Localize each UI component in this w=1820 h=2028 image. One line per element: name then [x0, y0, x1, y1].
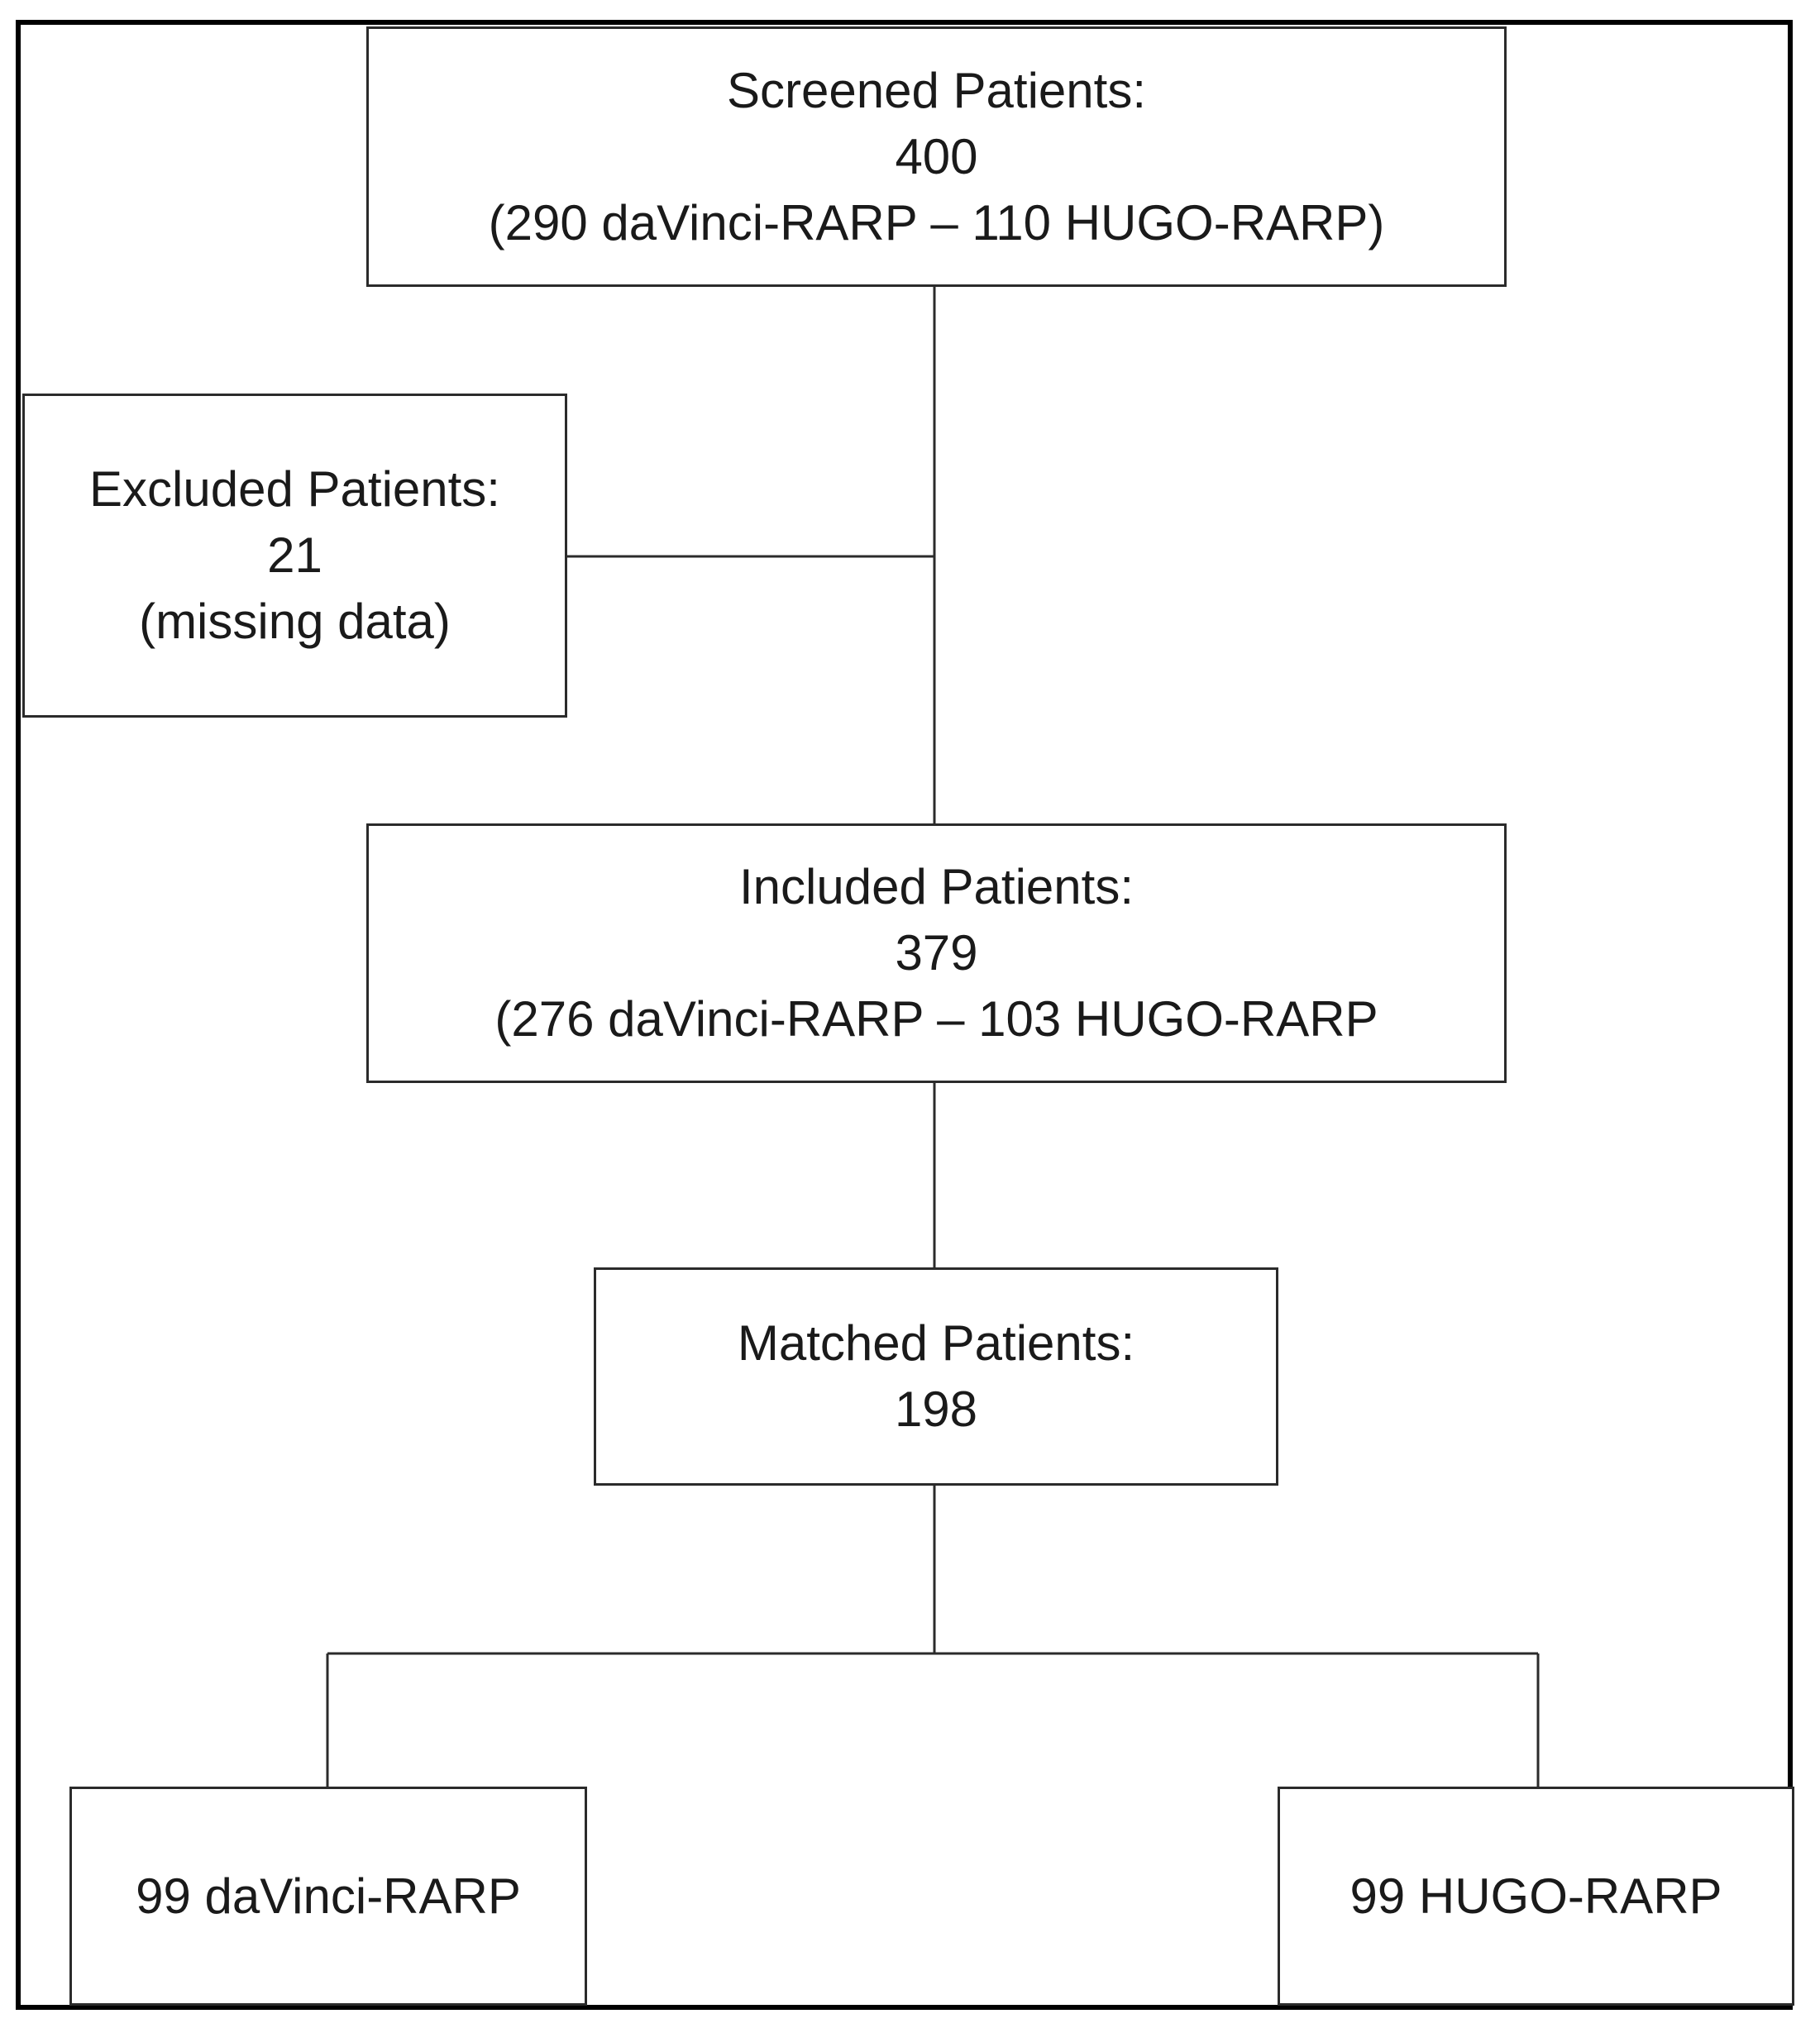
screened-title: Screened Patients: [727, 62, 1146, 118]
hugo-group-label: 99 HUGO-RARP [1349, 1868, 1722, 1924]
included-count: 379 [895, 925, 978, 981]
included-detail: (276 daVinci-RARP – 103 HUGO-RARP [494, 991, 1378, 1047]
diagram-frame [16, 20, 1793, 2010]
excluded-count: 21 [267, 527, 322, 583]
matched-count: 198 [894, 1381, 978, 1437]
matched-title: Matched Patients: [737, 1315, 1135, 1371]
matched-patients-box: Matched Patients: 198 [594, 1267, 1278, 1486]
screened-count: 400 [895, 128, 978, 184]
davinci-group-label: 99 daVinci-RARP [136, 1868, 521, 1924]
excluded-title: Excluded Patients: [89, 461, 500, 517]
hugo-group-box: 99 HUGO-RARP [1278, 1787, 1794, 2006]
screened-detail: (290 daVinci-RARP – 110 HUGO-RARP) [488, 194, 1385, 251]
included-title: Included Patients: [739, 859, 1134, 914]
excluded-patients-box: Excluded Patients: 21 (missing data) [22, 394, 567, 718]
screened-patients-box: Screened Patients: 400 (290 daVinci-RARP… [366, 26, 1507, 287]
excluded-detail: (missing data) [139, 594, 451, 649]
davinci-group-box: 99 daVinci-RARP [69, 1787, 587, 2006]
included-patients-box: Included Patients: 379 (276 daVinci-RARP… [366, 823, 1507, 1083]
